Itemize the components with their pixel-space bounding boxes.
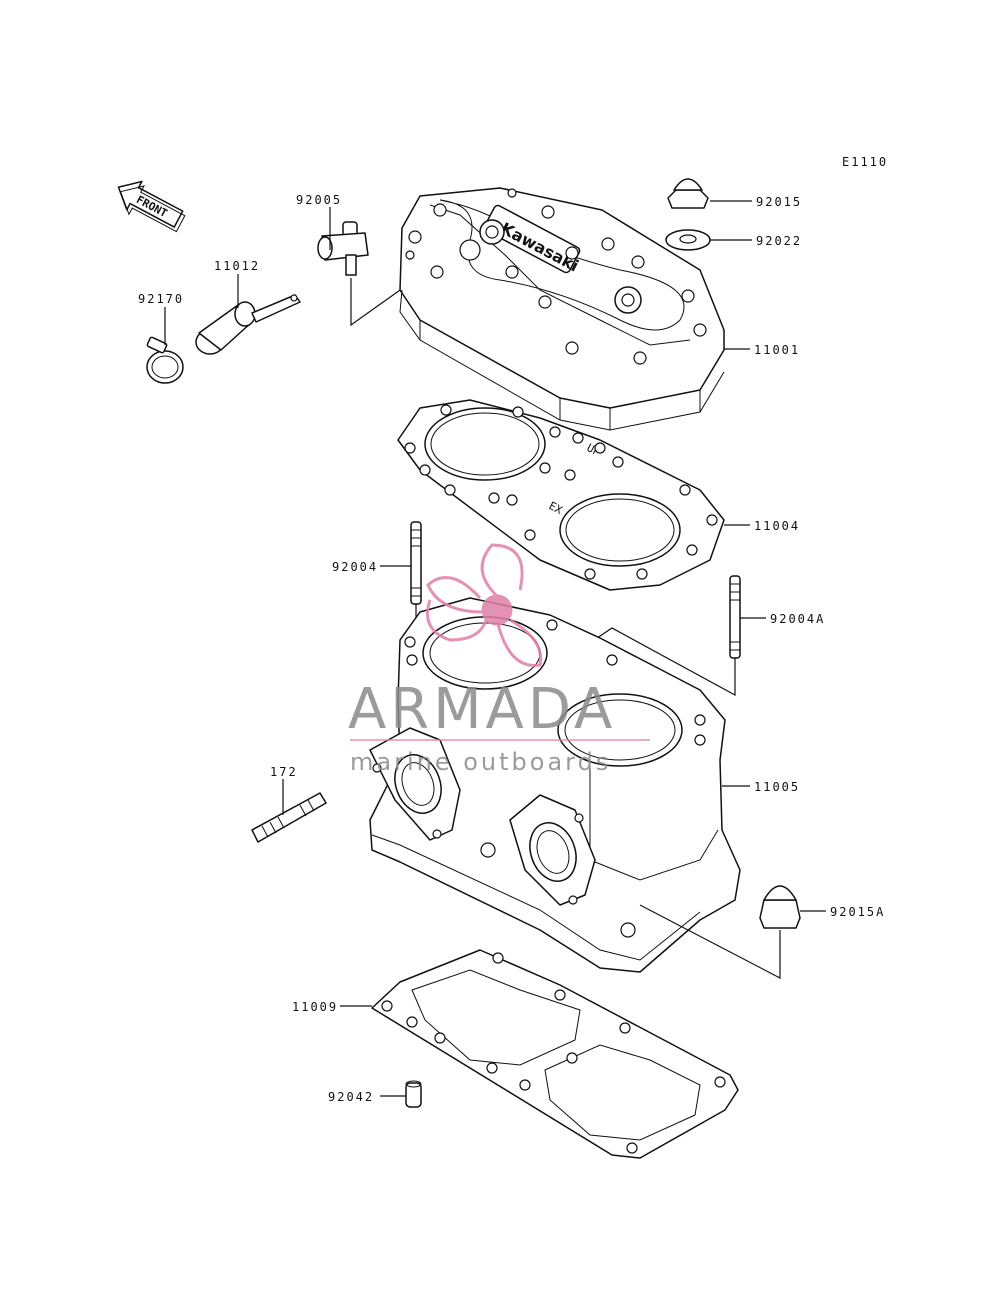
part-92005 bbox=[317, 221, 369, 276]
label-92004: 92004 bbox=[332, 560, 378, 574]
stud-172 bbox=[251, 792, 327, 843]
watermark-title: ARMADA bbox=[348, 677, 616, 742]
hose-clamp bbox=[146, 336, 184, 384]
label-92042: 92042 bbox=[328, 1090, 374, 1104]
label-11012: 11012 bbox=[214, 259, 260, 273]
label-92015A: 92015A bbox=[830, 905, 885, 919]
label-92004A: 92004A bbox=[770, 612, 825, 626]
label-172: 172 bbox=[270, 765, 298, 779]
label-92005: 92005 bbox=[296, 193, 342, 207]
cylinder-head-11001: Kawasaki bbox=[399, 187, 725, 431]
label-11009: 11009 bbox=[292, 1000, 338, 1014]
diagram-code: E1110 bbox=[842, 155, 888, 169]
label-92022: 92022 bbox=[756, 234, 802, 248]
cap-nut-92015 bbox=[667, 178, 709, 209]
watermark: ARMADA marine outboards bbox=[348, 543, 650, 776]
washer-92022 bbox=[665, 229, 711, 251]
watermark-subtitle: marine outboards bbox=[350, 748, 611, 776]
head-gasket-11004: UP EX bbox=[397, 399, 725, 591]
stud-92004A bbox=[729, 575, 741, 659]
base-gasket-11009 bbox=[371, 949, 739, 1159]
part-11012 bbox=[195, 294, 301, 355]
label-11001: 11001 bbox=[754, 343, 800, 357]
label-92170: 92170 bbox=[138, 292, 184, 306]
label-11005: 11005 bbox=[754, 780, 800, 794]
label-92015: 92015 bbox=[756, 195, 802, 209]
propeller-logo-icon bbox=[426, 543, 543, 667]
front-arrow-icon: FRONT bbox=[117, 180, 186, 233]
gasket-mark-ex: EX bbox=[547, 499, 565, 517]
label-11004: 11004 bbox=[754, 519, 800, 533]
stud-92004 bbox=[410, 521, 422, 605]
cap-nut-92015A bbox=[759, 885, 801, 929]
dowel-pin-92042 bbox=[405, 1080, 422, 1108]
cylinder-block-11005 bbox=[369, 597, 741, 973]
